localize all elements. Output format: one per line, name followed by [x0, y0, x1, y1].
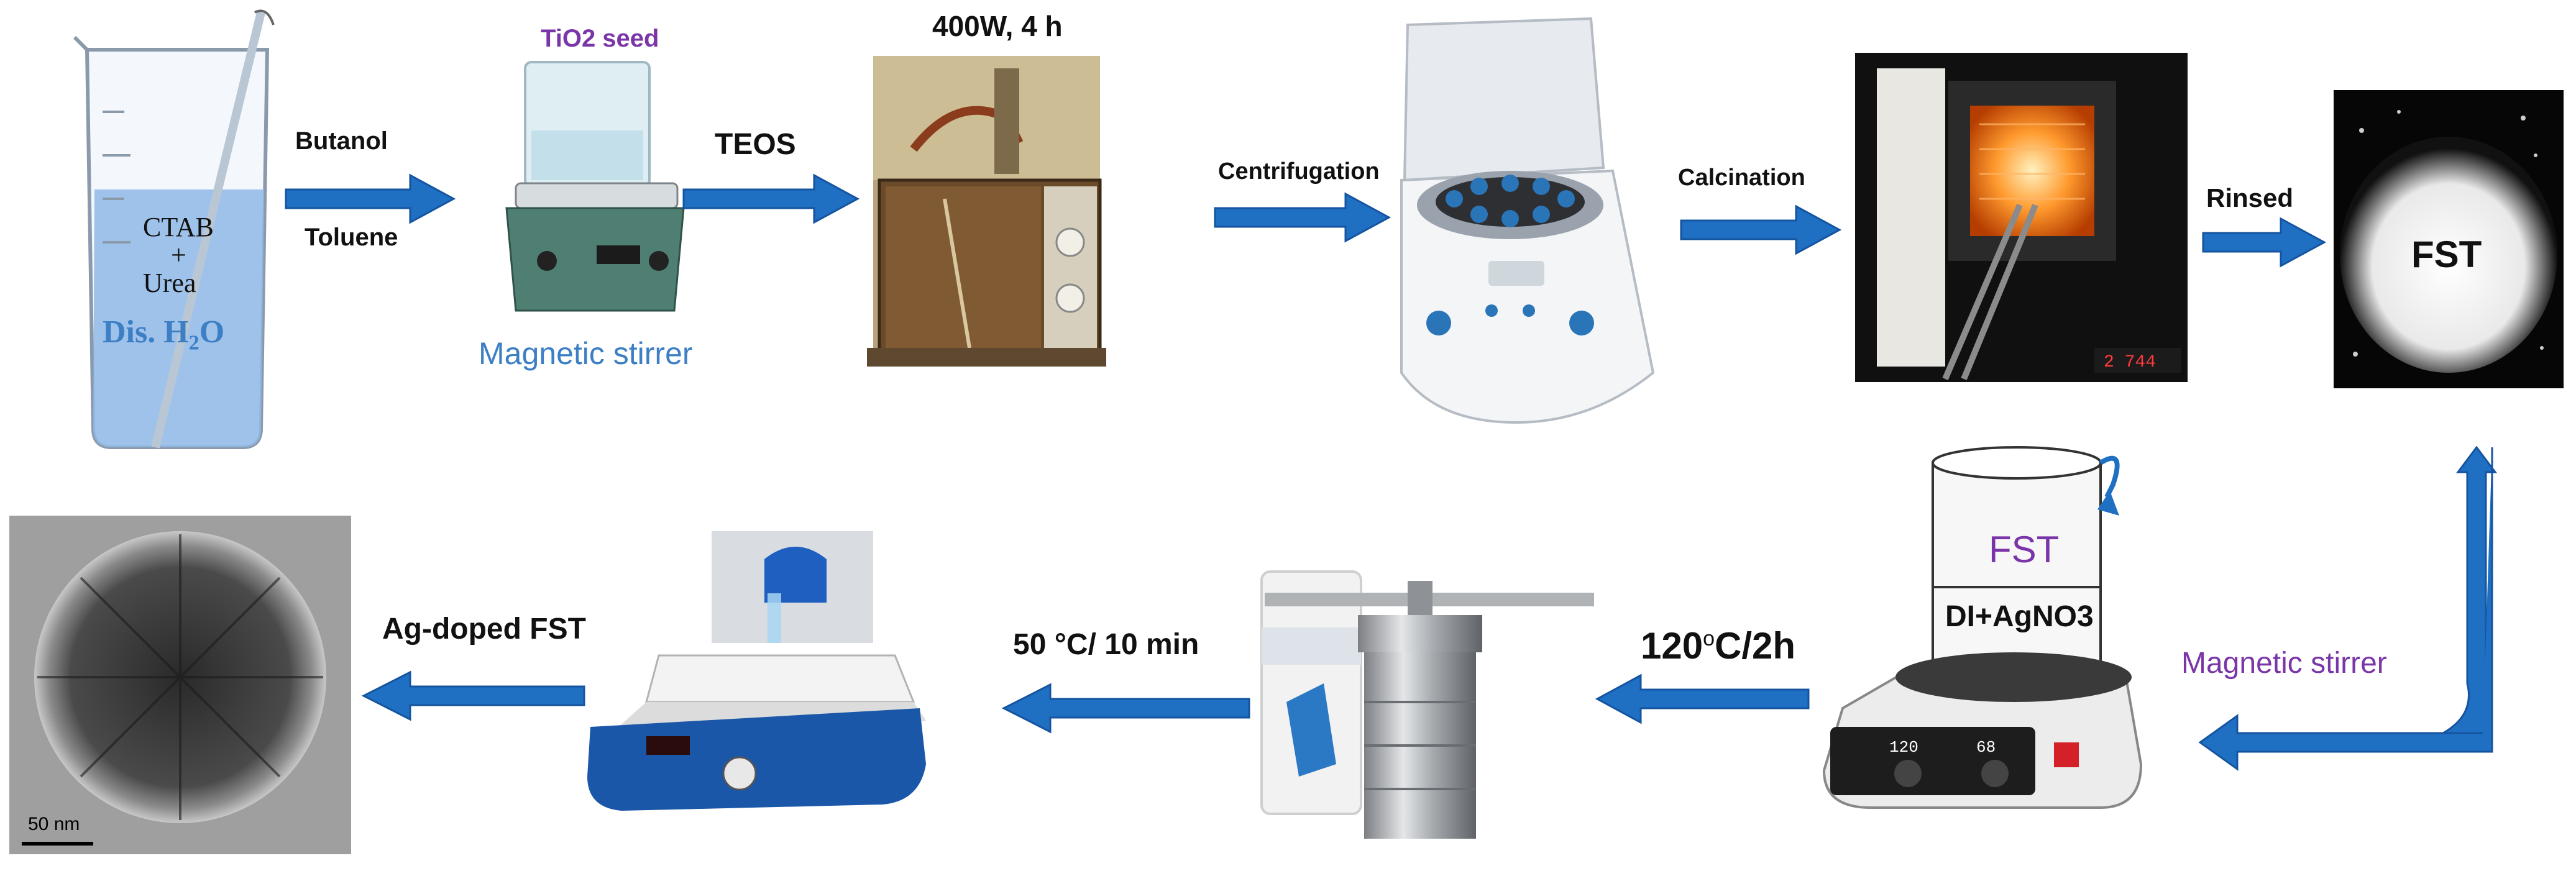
furnace-icon: 2 744: [1855, 53, 2188, 382]
label-fst-powder: FST: [2411, 234, 2482, 275]
label-magnetic-stirrer-1: Magnetic stirrer: [479, 336, 693, 371]
arrow-4: [1680, 204, 1842, 255]
caption-prefix: Dis. H: [103, 314, 189, 350]
tem-scale-bar-label: 50 nm: [28, 814, 80, 834]
beaker-content-urea: Urea: [143, 268, 196, 298]
label-ag-doped-fst: Ag-doped FST: [382, 613, 586, 645]
label-hydrothermal-conditions: 120oC/2h: [1641, 624, 1795, 667]
arrow-7: [1001, 683, 1250, 734]
label-toluene: Toluene: [305, 224, 398, 251]
svg-text:120: 120: [1889, 738, 1918, 757]
label-centrifugation: Centrifugation: [1218, 158, 1380, 185]
centrifuge-icon: [1400, 17, 1655, 424]
beaker-caption: Dis. H2O: [103, 314, 224, 355]
temp-value: 120: [1641, 625, 1703, 667]
stirrer-beaker-icon: 120 68: [1822, 446, 2143, 809]
label-tio2-seed: TiO2 seed: [541, 25, 659, 52]
label-beaker-solution: DI+AgNO3: [1945, 600, 2094, 633]
arrow-3: [1214, 192, 1391, 243]
temp-rest: C/2h: [1715, 625, 1796, 667]
label-heat-conditions: 50 °C/ 10 min: [1013, 628, 1199, 661]
magnetic-stirrer-icon: [505, 61, 685, 312]
beaker-content-plus: +: [171, 240, 186, 270]
label-magnetic-stirrer-2: Magnetic stirrer: [2181, 647, 2387, 680]
microwave-icon: [867, 56, 1106, 367]
arrow-1: [285, 173, 456, 224]
label-rinsed: Rinsed: [2206, 183, 2294, 212]
label-beaker-fst: FST: [1989, 529, 2060, 570]
powder-icon: [2334, 90, 2564, 388]
svg-text:68: 68: [1976, 738, 1996, 757]
label-teos: TEOS: [715, 128, 796, 161]
turn-arrow: [2198, 445, 2497, 771]
caption-subscript: 2: [188, 331, 199, 355]
hotplate-icon: [587, 531, 926, 811]
autoclave-icon: [1260, 570, 1594, 839]
tem-image-icon: [9, 516, 351, 854]
svg-text:2 744: 2 744: [2104, 353, 2156, 372]
label-butanol: Butanol: [295, 127, 388, 155]
beaker-icon: [73, 9, 275, 449]
label-calcination: Calcination: [1678, 165, 1805, 191]
label-microwave-conditions: 400W, 4 h: [932, 10, 1063, 42]
arrow-2: [682, 173, 860, 224]
arrow-8: [361, 670, 585, 721]
caption-suffix: O: [199, 314, 225, 350]
arrow-6: [1595, 673, 1810, 724]
arrow-5: [2202, 217, 2327, 268]
temp-degree: o: [1703, 627, 1715, 650]
beaker-content-ctab: CTAB: [143, 212, 214, 242]
